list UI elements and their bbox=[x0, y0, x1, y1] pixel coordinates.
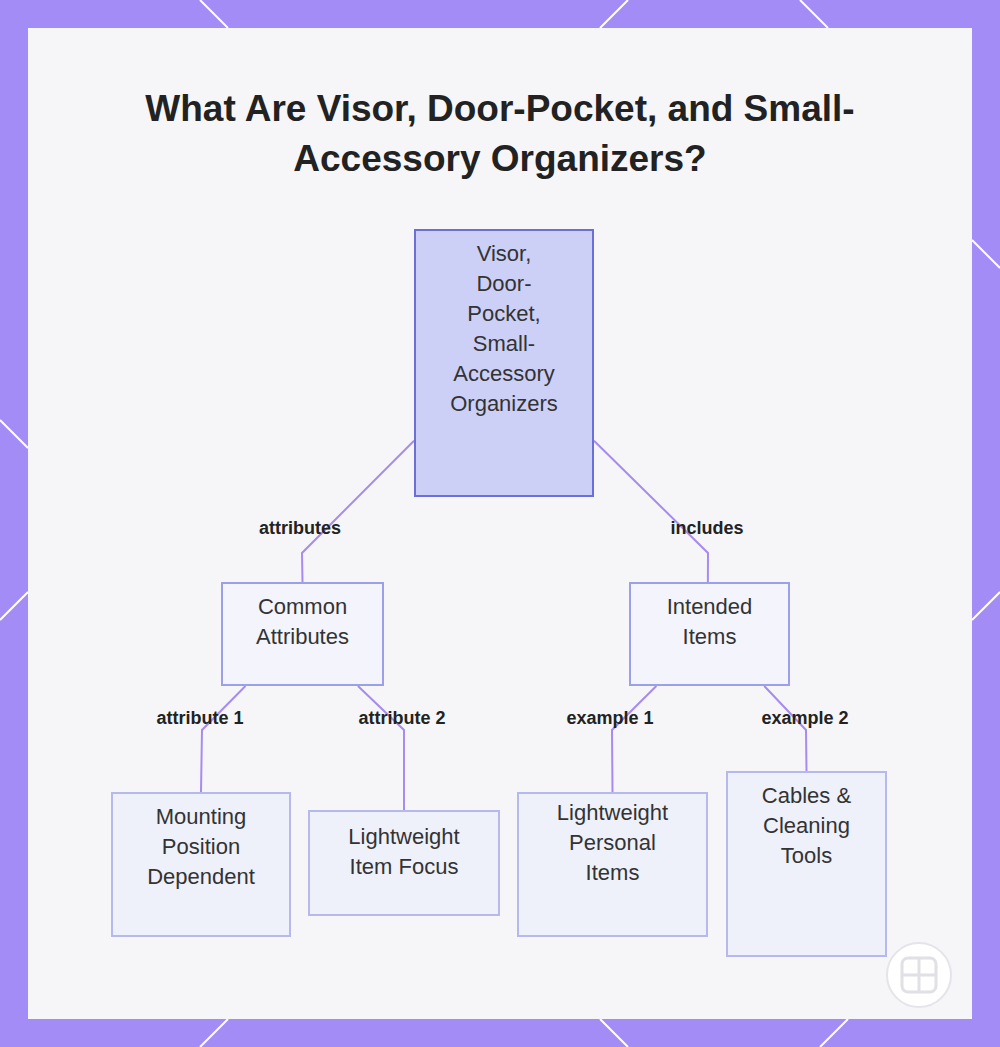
node-label: Mounting Position Dependent bbox=[136, 802, 266, 892]
edge-label: example 2 bbox=[761, 707, 848, 729]
node-label: Visor, Door-Pocket, Small-Accessory Orga… bbox=[448, 239, 560, 419]
edge-label: example 1 bbox=[566, 707, 653, 729]
connector bbox=[302, 441, 414, 582]
node-label: Cables & Cleaning Tools bbox=[751, 781, 863, 871]
node-label: Lightweight Item Focus bbox=[334, 822, 474, 882]
node-label: Common Attributes bbox=[238, 592, 368, 652]
connector bbox=[594, 441, 708, 582]
node-label: Intended Items bbox=[655, 592, 765, 652]
diagram-title: What Are Visor, Door-Pocket, and Small-A… bbox=[100, 84, 900, 184]
edge-label: attributes bbox=[259, 517, 341, 539]
watermark-icon bbox=[884, 940, 954, 1010]
edge-label: attribute 2 bbox=[358, 707, 445, 729]
connector bbox=[358, 686, 404, 810]
concept-box: Common Attributes bbox=[221, 582, 384, 686]
concept-box: Intended Items bbox=[629, 582, 790, 686]
concept-box: Cables & Cleaning Tools bbox=[726, 771, 887, 957]
root-box: Visor, Door-Pocket, Small-Accessory Orga… bbox=[414, 229, 594, 497]
concept-box: Mounting Position Dependent bbox=[111, 792, 291, 937]
concept-box: Lightweight Personal Items bbox=[517, 792, 708, 937]
connector bbox=[201, 686, 245, 792]
edge-label: includes bbox=[670, 517, 743, 539]
concept-box: Lightweight Item Focus bbox=[308, 810, 500, 916]
edge-label: attribute 1 bbox=[156, 707, 243, 729]
connector bbox=[612, 686, 656, 792]
node-label: Lightweight Personal Items bbox=[547, 798, 679, 888]
connector bbox=[764, 686, 806, 771]
